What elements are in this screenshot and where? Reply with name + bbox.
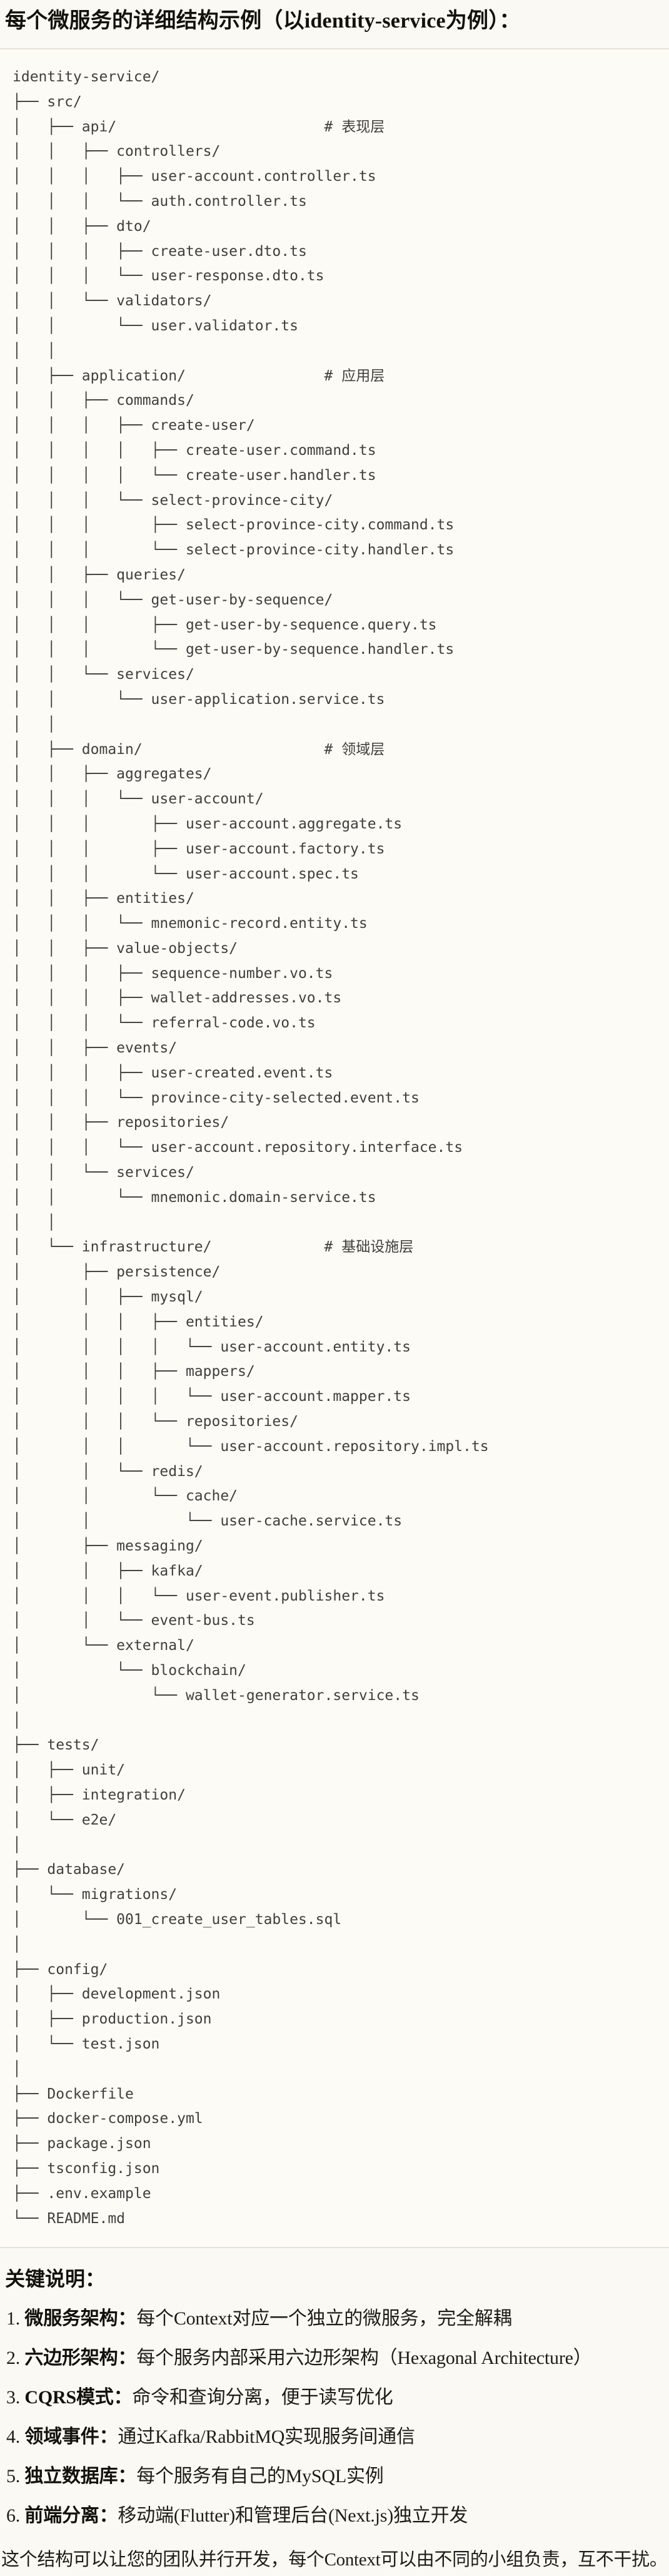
note-text: 每个服务内部采用六边形架构（Hexagonal Architecture） — [136, 2348, 592, 2369]
code-block: identity-service/ ├── src/ │ ├── api/ # … — [0, 48, 669, 2249]
closing-paragraph: 这个结构可以让您的团队并行开发，每个Context可以由不同的小组负责，互不干扰… — [1, 2550, 668, 2570]
note-number: 5. — [6, 2466, 25, 2487]
note-colon: ： — [99, 2505, 118, 2527]
note-label: 前端分离 — [24, 2505, 99, 2527]
note-label: 领域事件 — [24, 2426, 99, 2448]
note-text: 每个服务有自己的MySQL实例 — [136, 2466, 384, 2487]
notes-heading: 关键说明： — [5, 2268, 106, 2291]
note-item-2: 2. 六边形架构：每个服务内部采用六边形架构（Hexagonal Archite… — [0, 2344, 669, 2371]
note-colon: ： — [118, 2308, 137, 2329]
note-item-4: 4. 领域事件：通过Kafka/RabbitMQ实现服务间通信 — [0, 2423, 669, 2450]
note-label: 独立数据库 — [24, 2466, 118, 2487]
note-number: 2. — [6, 2348, 25, 2369]
note-item-6: 6. 前端分离：移动端(Flutter)和管理后台(Next.js)独立开发 — [0, 2502, 669, 2529]
note-text: 每个Context对应一个独立的微服务，完全解耦 — [136, 2308, 512, 2329]
note-item-1: 1. 微服务架构：每个Context对应一个独立的微服务，完全解耦 — [0, 2305, 669, 2332]
note-colon: ： — [99, 2426, 118, 2448]
directory-tree: identity-service/ ├── src/ │ ├── api/ # … — [13, 69, 489, 2227]
note-label: CQRS模式 — [24, 2387, 114, 2408]
note-number: 1. — [6, 2308, 25, 2329]
note-label: 六边形架构 — [24, 2348, 118, 2369]
note-item-3: 3. CQRS模式：命令和查询分离，便于读写优化 — [0, 2384, 669, 2411]
note-number: 6. — [6, 2505, 25, 2527]
note-text: 移动端(Flutter)和管理后台(Next.js)独立开发 — [118, 2505, 468, 2527]
page-title: 每个微服务的详细结构示例（以identity-service为例）： — [5, 9, 521, 33]
note-item-5: 5. 独立数据库：每个服务有自己的MySQL实例 — [0, 2463, 669, 2490]
note-number: 4. — [6, 2426, 25, 2448]
note-label: 微服务架构 — [24, 2308, 118, 2329]
note-text: 通过Kafka/RabbitMQ实现服务间通信 — [118, 2426, 415, 2448]
note-colon: ： — [118, 2348, 137, 2369]
note-number: 3. — [6, 2387, 25, 2408]
note-text: 命令和查询分离，便于读写优化 — [132, 2387, 393, 2408]
note-colon: ： — [113, 2387, 133, 2408]
note-colon: ： — [118, 2466, 137, 2487]
